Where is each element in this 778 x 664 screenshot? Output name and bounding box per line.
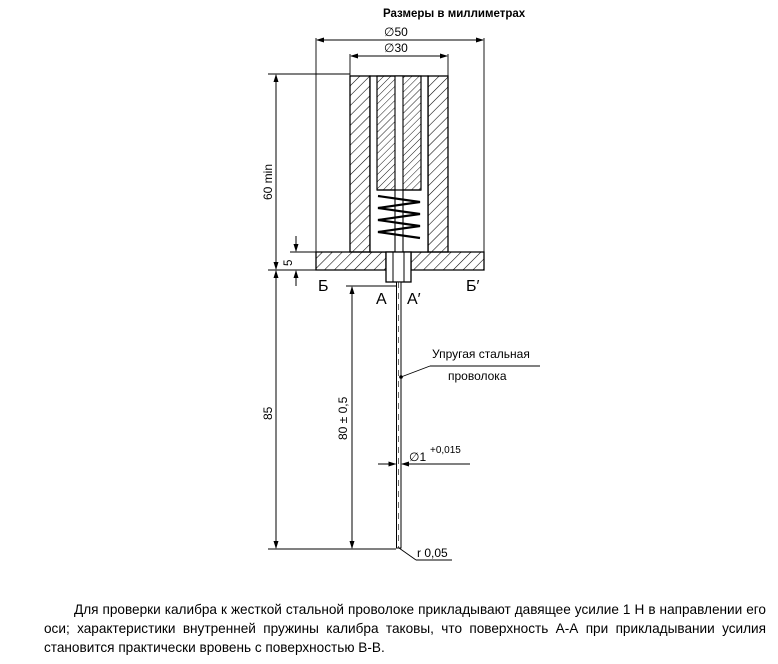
svg-text:∅1: ∅1 xyxy=(409,450,426,464)
caption-text: Для проверки калибра к жесткой стальной … xyxy=(44,602,766,655)
svg-text:60 min: 60 min xyxy=(261,164,275,200)
svg-text:∅30: ∅30 xyxy=(384,41,408,55)
dim-inner-diameter: ∅30 xyxy=(349,41,449,76)
svg-text:5: 5 xyxy=(283,260,295,266)
svg-text:проволока: проволока xyxy=(448,369,507,383)
plane-label-left: Б xyxy=(318,278,329,295)
surface-label-left: А xyxy=(376,291,387,308)
gauge-body xyxy=(315,75,485,283)
probe-drawing: Размеры в миллиметрах ∅50 xyxy=(261,8,540,561)
steel-wire xyxy=(396,281,402,549)
surface-label-right: А′ xyxy=(407,291,421,308)
svg-text:r 0,05: r 0,05 xyxy=(417,546,448,560)
svg-text:+0,015: +0,015 xyxy=(430,445,461,456)
svg-text:85: 85 xyxy=(261,406,275,420)
plane-label-right: Б′ xyxy=(466,278,480,295)
dim-wire-length: 80 ± 0,5 xyxy=(336,285,396,549)
dim-tip-radius: r 0,05 xyxy=(398,546,452,561)
dim-height-min: 60 min xyxy=(261,73,350,271)
wire-callout: Упругая стальная проволока xyxy=(399,347,540,383)
svg-text:80 ± 0,5: 80 ± 0,5 xyxy=(336,396,350,440)
dim-wire-diameter: ∅1 +0,015 xyxy=(378,445,470,467)
svg-text:∅50: ∅50 xyxy=(384,25,408,39)
dim-total-length: 85 xyxy=(261,270,396,550)
svg-text:Упругая стальная: Упругая стальная xyxy=(432,347,530,361)
units-note: Размеры в миллиметрах xyxy=(383,8,526,20)
dim-flange-thickness: 5 xyxy=(283,236,316,286)
